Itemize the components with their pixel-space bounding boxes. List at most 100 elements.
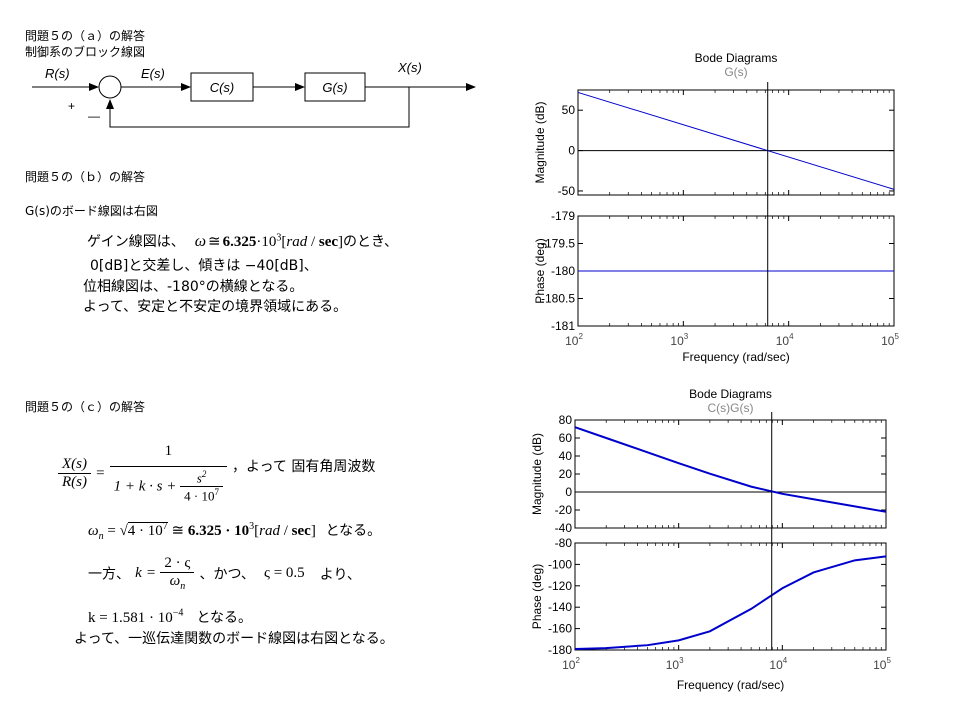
magnitude-y-tick-label: 80 [559,413,573,427]
k-suffix: より、 [319,566,361,583]
plant-label: G(s) [322,80,347,95]
omega-exp: 3 [276,232,282,244]
tf-lhs: X(s) R(s) [58,456,91,491]
k-result-suffix: となる。 [196,610,253,626]
wn-unit-rad: rad [259,523,280,539]
section-a-subheading: 制御系のブロック線図 [25,45,146,59]
x-tick-label: 104 [776,332,794,348]
rhs-denominator: 1 + k · s + s2 4 · 107 [110,467,227,505]
section-b-line3: 位相線図は、-180°の横線となる。 [83,279,304,295]
magnitude-y-tick-label: 50 [562,103,576,117]
chart-subtitle: G(s) [724,65,747,79]
rhs-den-terms: 1 + k · s + [113,478,177,495]
k-den-sub: n [180,581,186,592]
error-label: E(s) [141,66,165,81]
after-tf-text: ，よって 固有角周波数 [232,459,376,475]
tf-equals: = [96,465,105,482]
line1-prefix: ゲイン線図は、 [87,234,185,250]
chart-subtitle: C(s)G(s) [708,401,754,415]
wn-exp: 3 [249,521,255,532]
x-tick-label: 105 [873,656,891,672]
section-b-line4: よって、安定と不安定の境界領域にある。 [83,299,348,315]
s2-fraction: s2 4 · 107 [180,469,223,505]
zeta-equation: ς = 0.5 [264,565,305,581]
approx-symbol: ≅ [208,234,221,250]
plant-block [304,72,366,102]
magnitude-y-tick-label: 60 [559,431,573,445]
tf-denominator: R(s) [62,474,87,491]
k-result: k = 1.581 · 10−4 となる。 [88,607,252,627]
phase-y-tick-label: -180.5 [541,292,575,306]
phase-y-label: Phase (deg) [530,564,544,629]
wn-symbol: ω [88,523,99,539]
wn-unit-open: [ [254,523,260,539]
output-label: X(s) [397,60,422,75]
phase-y-tick-label: -180 [551,264,575,278]
phase-y-tick-label: -120 [548,579,572,593]
x-tick-label: 104 [769,656,787,672]
rhs-numerator: 1 [109,443,227,467]
s2-den-exp: 7 [214,487,220,498]
magnitude-y-label: Magnitude (dB) [533,101,547,183]
k-mid-text: 、かつ、 [199,566,255,583]
wn-suffix: となる。 [325,523,382,539]
section-a-heading: 問題５の（ａ）の解答 [25,29,146,43]
wn-radicand-exp: 7 [162,521,168,532]
magnitude-axes [577,89,895,196]
plus-sign: + [68,99,75,113]
unit-open: [ [281,234,287,250]
k-equals: = [146,565,156,581]
section-c-heading: 問題５の（ｃ）の解答 [25,400,146,414]
wn-equals: = [107,523,116,539]
s2-num: s [196,470,202,486]
magnitude-y-tick-label: -20 [555,503,573,517]
section-c-conclusion: よって、一巡伝達関数のボード線図は右図となる。 [74,631,394,647]
chart-title: Bode Diagrams [695,51,778,65]
wn-approx: ≅ [171,523,185,539]
magnitude-y-label: Magnitude (dB) [530,433,544,515]
wn-radicand: 4 · 10 [127,523,163,539]
k-den-omega: ω [169,573,181,589]
section-b-intro: G(s)のボード線図は右図 [25,204,158,218]
x-axis-label: Frequency (rad/sec) [677,678,784,692]
times-dot: · [256,234,262,250]
section-b-line2: 0[dB]と交差し、傾きは −40[dB]、 [90,258,318,274]
k-numerator: 2 · ς [160,555,195,573]
section-b-line1: ゲイン線図は、ω≅6.325·103[rad / sec]のとき、 [87,231,398,251]
s2-exp: 2 [201,469,207,479]
phase-axes [574,542,887,651]
magnitude-y-tick-label: -40 [555,521,573,535]
section-b-heading: 問題５の（ｂ）の解答 [25,170,146,184]
k-result-exp: −4 [172,607,184,619]
k-result-value: k = 1.581 · 10 [88,610,173,626]
magnitude-y-tick-label: -50 [558,184,576,198]
magnitude-y-tick-label: 0 [565,485,572,499]
omega-value: 6.325 [222,234,257,250]
tf-numerator: X(s) [58,456,91,475]
line1-suffix: のとき、 [343,234,399,250]
natural-frequency-eq: ωn = √4 · 107 ≅ 6.325 · 103[rad / sec] と… [88,520,381,542]
chart-title: Bode Diagrams [689,387,772,401]
phase-y-tick-label: -179 [551,209,575,223]
wn-unit-sec: sec [291,523,311,539]
phase-y-tick-label: -100 [548,557,572,571]
input-label: R(s) [45,66,70,81]
magnitude-y-tick-label: 40 [559,449,573,463]
wn-unit-close: ] [310,523,316,539]
phase-y-tick-label: -180 [548,643,572,657]
phase-y-tick-label: -140 [548,600,572,614]
magnitude-y-tick-label: 20 [559,467,573,481]
wn-value: 6.325 · 10 [187,523,250,539]
phase-y-label: Phase (deg) [533,238,547,303]
magnitude-y-tick-label: 0 [568,144,575,158]
block-diagram: R(s) E(s) C(s) G(s) X(s) + — [32,60,476,128]
summing-junction [98,75,122,99]
unit-sec: sec [318,234,339,250]
k-symbol: k [135,565,142,581]
k-fraction: 2 · ς ωn [160,555,195,592]
x-tick-label: 103 [670,332,688,348]
magnitude-axes [574,419,887,529]
transfer-function: X(s) R(s) = 1 1 + k · s + s2 4 · 107 [58,443,227,505]
